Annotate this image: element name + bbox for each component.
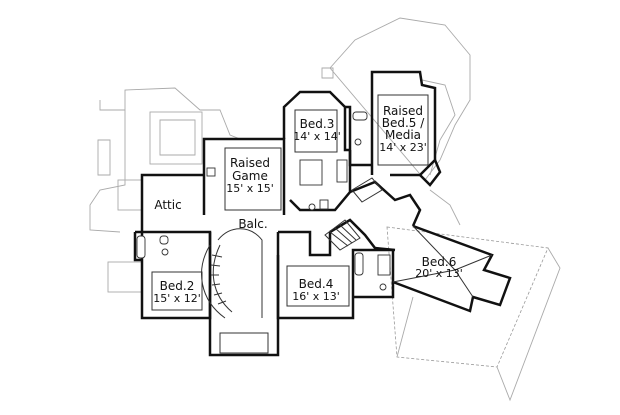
- svg-text:Game: Game: [232, 169, 268, 183]
- bed4-ceiling-outline: [286, 265, 350, 307]
- room-label-bed3: Bed.3 14' x 14': [293, 117, 341, 143]
- game-room-raised-ceiling-outline: [224, 147, 282, 211]
- svg-text:14' x 23': 14' x 23': [379, 141, 427, 154]
- room-label-bed2: Bed.2 15' x 12': [153, 279, 201, 305]
- bed2-ceiling-outline: [151, 271, 203, 311]
- room-label-bed6: Bed.6 20' x 13': [415, 255, 463, 280]
- svg-text:Bed.5 /: Bed.5 /: [382, 116, 425, 130]
- staircase-treads: [210, 254, 227, 305]
- bath-fixtures: [136, 111, 391, 291]
- svg-text:Bed.2: Bed.2: [160, 279, 195, 293]
- room-label-raised-game: Raised Game 15' x 15': [226, 156, 274, 195]
- svg-text:Raised: Raised: [230, 156, 270, 170]
- svg-text:Raised: Raised: [383, 104, 423, 118]
- svg-text:Media: Media: [385, 128, 421, 142]
- svg-text:16' x 13': 16' x 13': [292, 290, 340, 303]
- room-label-balcony: Balc.: [238, 217, 267, 231]
- room-label-bed4: Bed.4 16' x 13': [292, 277, 340, 303]
- walls: [133, 70, 512, 357]
- svg-text:15' x 15': 15' x 15': [226, 182, 274, 195]
- svg-text:Bed.4: Bed.4: [299, 277, 334, 291]
- svg-text:14' x 14': 14' x 14': [293, 130, 341, 143]
- bed3-raised-ceiling-outline: [294, 109, 338, 153]
- interior-details: [136, 94, 493, 354]
- svg-text:Bed.6: Bed.6: [422, 255, 457, 269]
- svg-text:15' x 12': 15' x 12': [153, 292, 201, 305]
- upper-stairs: [324, 177, 383, 251]
- svg-text:20' x 13': 20' x 13': [415, 267, 463, 280]
- room-label-raised-bed5-media: Raised Bed.5 / Media 14' x 23': [379, 104, 427, 154]
- room-label-attic: Attic: [154, 198, 181, 212]
- svg-text:Bed.3: Bed.3: [300, 117, 335, 131]
- bed5-raised-ceiling-outline: [377, 94, 429, 166]
- lower-floor-outline: [89, 17, 561, 402]
